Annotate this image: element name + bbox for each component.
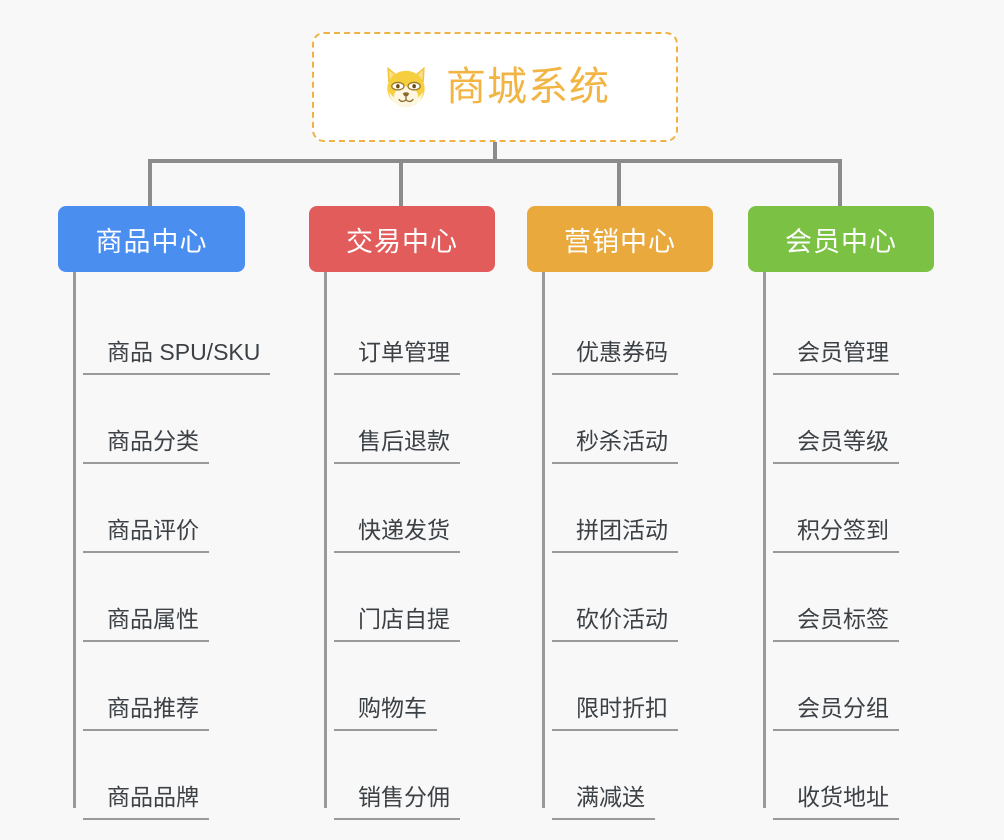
shiba-dog-face-icon bbox=[387, 66, 425, 109]
leaf-label: 会员标签 bbox=[773, 606, 899, 642]
branch-children-marketing: 优惠券码 秒杀活动 拼团活动 砍价活动 限时折扣 满减送 bbox=[542, 272, 713, 820]
list-item[interactable]: 拼团活动 bbox=[542, 464, 713, 553]
list-item[interactable]: 限时折扣 bbox=[542, 642, 713, 731]
branch-spine bbox=[542, 272, 545, 808]
leaf-label: 会员分组 bbox=[773, 695, 899, 731]
branch-spine bbox=[73, 272, 76, 808]
branch-column-member: 会员中心 会员管理 会员等级 积分签到 会员标签 会员分组 收货地址 bbox=[748, 206, 934, 820]
leaf-label: 会员等级 bbox=[773, 428, 899, 464]
list-item[interactable]: 积分签到 bbox=[763, 464, 934, 553]
branch-column-trade: 交易中心 订单管理 售后退款 快递发货 门店自提 购物车 销售分佣 bbox=[309, 206, 495, 820]
list-item[interactable]: 商品评价 bbox=[73, 464, 270, 553]
list-item[interactable]: 收货地址 bbox=[763, 731, 934, 820]
leaf-label: 商品 SPU/SKU bbox=[83, 339, 271, 375]
list-item[interactable]: 订单管理 bbox=[324, 286, 495, 375]
leaf-label: 商品推荐 bbox=[83, 695, 209, 731]
list-item[interactable]: 商品 SPU/SKU bbox=[73, 286, 271, 375]
connector-drop-4 bbox=[838, 159, 842, 207]
leaf-label: 会员管理 bbox=[773, 339, 899, 375]
branch-children-member: 会员管理 会员等级 积分签到 会员标签 会员分组 收货地址 bbox=[763, 272, 934, 820]
leaf-label: 拼团活动 bbox=[552, 517, 678, 553]
connector-drop-3 bbox=[617, 159, 621, 207]
leaf-label: 优惠券码 bbox=[552, 339, 678, 375]
leaf-label: 售后退款 bbox=[334, 428, 460, 464]
list-item[interactable]: 优惠券码 bbox=[542, 286, 713, 375]
leaf-label: 销售分佣 bbox=[334, 784, 460, 820]
list-item[interactable]: 商品推荐 bbox=[73, 642, 270, 731]
leaf-label: 快递发货 bbox=[334, 517, 460, 553]
leaf-label: 门店自提 bbox=[334, 606, 460, 642]
branch-header-member[interactable]: 会员中心 bbox=[748, 206, 934, 272]
list-item[interactable]: 会员标签 bbox=[763, 553, 934, 642]
connector-horizontal-bus bbox=[148, 159, 842, 163]
list-item[interactable]: 商品属性 bbox=[73, 553, 270, 642]
branch-column-product: 商品中心 商品 SPU/SKU 商品分类 商品评价 商品属性 商品推荐 商品品牌 bbox=[58, 206, 271, 820]
branch-header-marketing[interactable]: 营销中心 bbox=[527, 206, 713, 272]
list-item[interactable]: 售后退款 bbox=[324, 375, 495, 464]
branch-children-product: 商品 SPU/SKU 商品分类 商品评价 商品属性 商品推荐 商品品牌 bbox=[73, 272, 271, 820]
list-item[interactable]: 会员等级 bbox=[763, 375, 934, 464]
root-node[interactable]: 商城系统 bbox=[312, 32, 678, 142]
leaf-label: 商品评价 bbox=[83, 517, 209, 553]
branch-spine bbox=[763, 272, 766, 808]
list-item[interactable]: 购物车 bbox=[324, 642, 495, 731]
leaf-label: 限时折扣 bbox=[552, 695, 678, 731]
leaf-label: 秒杀活动 bbox=[552, 428, 678, 464]
list-item[interactable]: 销售分佣 bbox=[324, 731, 495, 820]
list-item[interactable]: 会员分组 bbox=[763, 642, 934, 731]
branch-column-marketing: 营销中心 优惠券码 秒杀活动 拼团活动 砍价活动 限时折扣 满减送 bbox=[527, 206, 713, 820]
list-item[interactable]: 商品品牌 bbox=[73, 731, 270, 820]
leaf-label: 订单管理 bbox=[334, 339, 460, 375]
branch-header-product[interactable]: 商品中心 bbox=[58, 206, 245, 272]
leaf-label: 收货地址 bbox=[773, 784, 899, 820]
leaf-label: 砍价活动 bbox=[552, 606, 678, 642]
connector-drop-2 bbox=[399, 159, 403, 207]
branch-header-trade[interactable]: 交易中心 bbox=[309, 206, 495, 272]
list-item[interactable]: 快递发货 bbox=[324, 464, 495, 553]
leaf-label: 商品分类 bbox=[83, 428, 209, 464]
list-item[interactable]: 砍价活动 bbox=[542, 553, 713, 642]
list-item[interactable]: 门店自提 bbox=[324, 553, 495, 642]
leaf-label: 积分签到 bbox=[773, 517, 899, 553]
branch-spine bbox=[324, 272, 327, 808]
list-item[interactable]: 满减送 bbox=[542, 731, 713, 820]
list-item[interactable]: 商品分类 bbox=[73, 375, 270, 464]
leaf-label: 购物车 bbox=[334, 695, 437, 731]
connector-drop-1 bbox=[148, 159, 152, 207]
list-item[interactable]: 会员管理 bbox=[763, 286, 934, 375]
leaf-label: 商品品牌 bbox=[83, 784, 209, 820]
list-item[interactable]: 秒杀活动 bbox=[542, 375, 713, 464]
connector-root-stem bbox=[493, 142, 497, 162]
branch-children-trade: 订单管理 售后退款 快递发货 门店自提 购物车 销售分佣 bbox=[324, 272, 495, 820]
root-title: 商城系统 bbox=[446, 65, 610, 109]
leaf-label: 商品属性 bbox=[83, 606, 209, 642]
leaf-label: 满减送 bbox=[552, 784, 655, 820]
